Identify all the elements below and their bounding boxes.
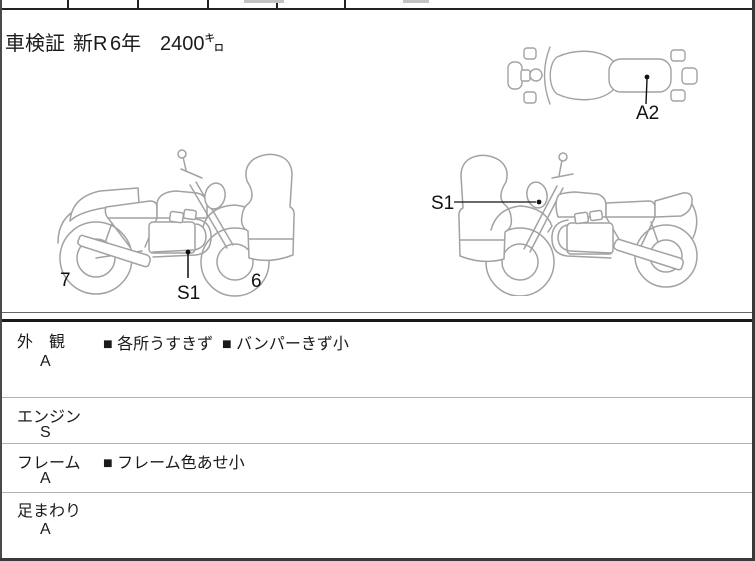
condition-row-undercarriage: 足まわり A — [2, 492, 752, 558]
diagram-label-6: 6 — [251, 271, 262, 292]
motorcycle-left-side-drawing — [57, 149, 295, 297]
condition-label: エンジン — [17, 409, 82, 426]
sheet-right-border — [752, 0, 755, 561]
header-cell-divider — [137, 0, 139, 8]
label-leader-line — [645, 78, 648, 105]
condition-label: フレーム — [17, 455, 81, 472]
inspection-point-marker — [536, 199, 542, 205]
diagram-label-a2: A2 — [636, 103, 660, 124]
row-divider — [0, 492, 755, 493]
diagram-label-7: 7 — [60, 270, 71, 291]
condition-row-exterior: 外 観 ■ 各所うすきず ■ バンパーきず小 A — [2, 322, 752, 397]
diagram-label-s1-left: S1 — [177, 283, 201, 304]
header-bottom-border — [0, 8, 755, 10]
shaken-distance: 2400㌔ — [160, 33, 225, 55]
header-cell-divider — [207, 0, 209, 8]
motorcycle-right-side-drawing — [454, 152, 698, 296]
header-cell-divider — [67, 0, 69, 8]
header-cell-divider — [344, 0, 346, 8]
shaken-registration: 新R — [73, 33, 108, 55]
motorcycle-left-side-diagram: 7 S1 6 — [50, 145, 305, 305]
condition-table-top-border — [0, 319, 755, 322]
condition-grade: A — [40, 353, 51, 370]
diagram-section-bottom-border — [0, 312, 755, 313]
diagram-label-s1-right: S1 — [431, 193, 455, 214]
table-header-row — [0, 0, 755, 10]
motorcycle-top-view-diagram: A2 — [505, 45, 700, 130]
inspection-point-marker — [185, 249, 191, 255]
row-divider — [0, 397, 755, 398]
header-text-remnant — [403, 0, 429, 3]
shaken-year: 6年 — [110, 33, 142, 55]
condition-row-frame: フレーム ■ フレーム色あせ小 A — [2, 443, 752, 492]
inspection-point-marker — [644, 74, 650, 80]
row-divider — [0, 443, 755, 444]
shaken-label: 車検証 — [5, 33, 65, 55]
motorcycle-right-side-diagram: S1 — [425, 146, 715, 296]
condition-comment: ■ 各所うすきず ■ バンパーきず小 — [103, 336, 349, 353]
sheet-bottom-border — [0, 558, 755, 561]
condition-grade: A — [40, 470, 51, 487]
sheet-left-border — [0, 0, 2, 561]
condition-grade: S — [40, 424, 51, 441]
header-cell-divider — [276, 0, 278, 8]
condition-grade: A — [40, 521, 51, 538]
condition-label: 足まわり — [17, 503, 82, 520]
condition-row-engine: エンジン S — [2, 397, 752, 443]
header-text-remnant — [244, 0, 284, 3]
condition-label: 外 観 — [17, 334, 66, 351]
condition-comment: ■ フレーム色あせ小 — [103, 455, 245, 472]
motorcycle-top-view-drawing — [507, 46, 698, 105]
